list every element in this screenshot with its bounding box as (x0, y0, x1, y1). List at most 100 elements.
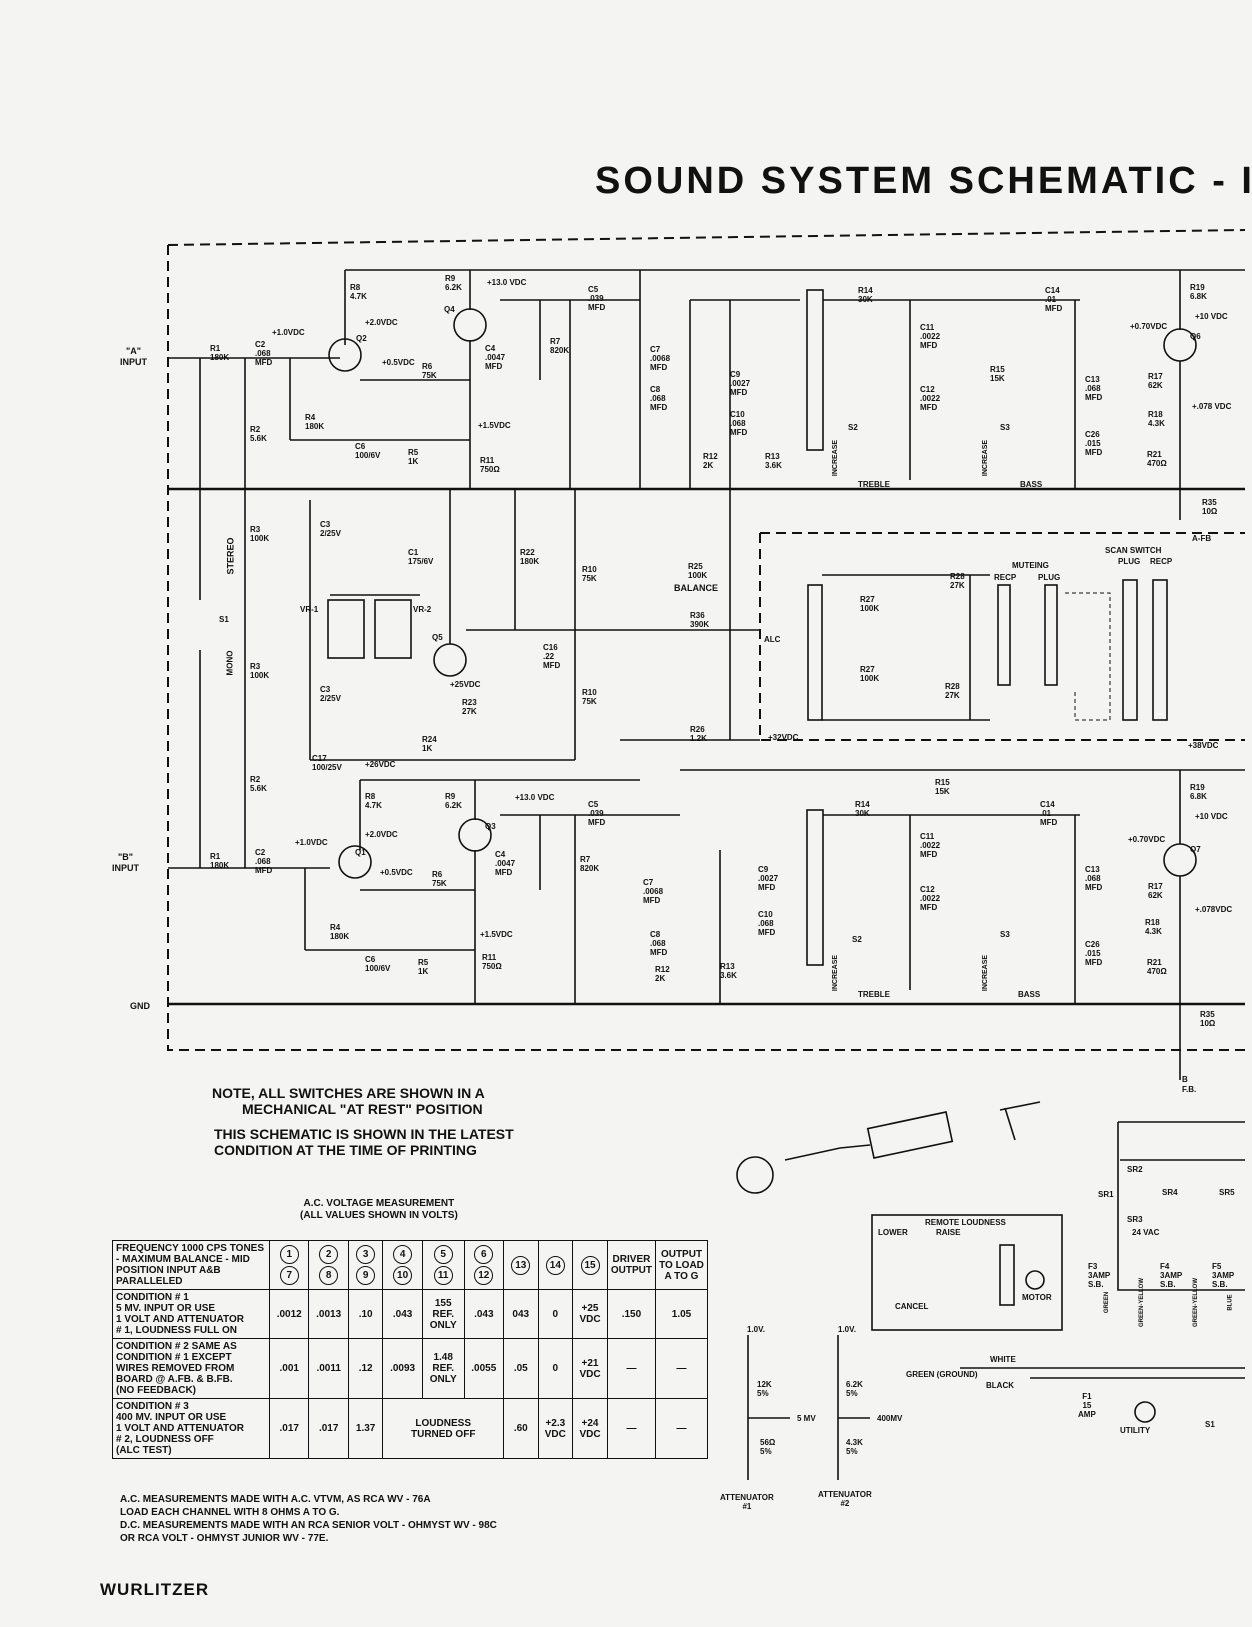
v2b-label: +2.0VDC (365, 830, 398, 839)
table-cell-loudness-off: LOUDNESS TURNED OFF (382, 1398, 505, 1459)
mono-label: MONO (225, 650, 235, 676)
v2a-label: +2.0VDC (365, 318, 398, 327)
table-cell: +2.3 VDC (537, 1398, 574, 1459)
q2-label: Q2 (356, 334, 367, 343)
att2-mid: 400MV (877, 1414, 903, 1423)
green-ground-label: GREEN (GROUND) (906, 1370, 978, 1379)
table-cell: +25 VDC (572, 1289, 608, 1339)
vr1-label: VR-1 (300, 605, 319, 614)
utility-label: UTILITY (1120, 1426, 1151, 1435)
v078a-label: +.078 VDC (1192, 402, 1232, 411)
condition-2: CONDITION # 2 SAME AS CONDITION # 1 EXCE… (112, 1338, 270, 1399)
table-cell: .0011 (308, 1338, 349, 1399)
table-cell: — (655, 1338, 708, 1399)
note-switches: NOTE, ALL SWITCHES ARE SHOWN IN A MECHAN… (212, 1085, 485, 1117)
stereo-label: STEREO (225, 537, 236, 575)
motor-label: MOTOR (1022, 1293, 1052, 1302)
header-point-15: 15 (572, 1240, 608, 1290)
transistor-q5 (433, 643, 467, 677)
v05b-label: +0.5VDC (380, 868, 413, 877)
note-latest: THIS SCHEMATIC IS SHOWN IN THE LATEST CO… (214, 1126, 514, 1158)
remote-loudness-box (871, 1214, 1063, 1331)
transistor-q3 (458, 818, 492, 852)
vr1 (327, 599, 365, 659)
v15b-label: +1.5VDC (480, 930, 513, 939)
s3a-label: S3 (1000, 423, 1010, 432)
sr4-label: SR4 (1162, 1188, 1178, 1197)
q1-label: Q1 (355, 848, 366, 857)
s3b-label: S3 (1000, 930, 1010, 939)
page-title: SOUND SYSTEM SCHEMATIC - I (595, 160, 1252, 202)
transistor-q1 (338, 845, 372, 879)
table-cell: .017 (268, 1398, 310, 1459)
q7-label: Q7 (1190, 845, 1201, 854)
brand-footer: WURLITZER (100, 1580, 210, 1599)
white-wire-label: WHITE (990, 1355, 1016, 1364)
table-cell: .017 (308, 1398, 349, 1459)
att1-top: 1.0V. (747, 1325, 765, 1334)
tone-connector-a (806, 289, 824, 451)
gnd-label: GND (130, 1001, 150, 1011)
bass-b-label: BASS (1018, 990, 1041, 999)
ac-voltage-table: FREQUENCY 1000 CPS TONES - MAXIMUM BALAN… (112, 1240, 708, 1459)
v15a-label: +1.5VDC (478, 421, 511, 430)
v10a-label: +10 VDC (1195, 312, 1228, 321)
scan-plug-label: PLUG (1118, 557, 1141, 566)
v13a-label: +13.0 VDC (487, 278, 527, 287)
v1a-label: +1.0VDC (272, 328, 305, 337)
att2-name: ATTENUATOR#2 (818, 1490, 872, 1508)
table-cell: .60 (503, 1398, 539, 1459)
green-wire-label: GREEN (1104, 1291, 1111, 1314)
board-outline (167, 229, 1246, 1051)
table-row: CONDITION # 2 SAME AS CONDITION # 1 EXCE… (112, 1338, 708, 1399)
table-cell: +24 VDC (572, 1398, 608, 1459)
phono-cartridge-illustration (736, 1101, 1041, 1194)
muting-label: MUTEING (1012, 561, 1049, 570)
increase-label: INCREASE (832, 439, 840, 477)
s2a-label: S2 (848, 423, 858, 432)
a-input-label: "A"INPUT (120, 346, 147, 367)
v10b-label: +10 VDC (1195, 812, 1228, 821)
table-header-row: FREQUENCY 1000 CPS TONES - MAXIMUM BALAN… (112, 1240, 708, 1290)
v32-label: +32VDC (768, 733, 799, 742)
v26-label: +26VDC (365, 760, 396, 769)
att1-mid: 5 MV (797, 1414, 816, 1423)
scan-plug (1122, 579, 1138, 721)
motor-icon (1025, 1270, 1045, 1290)
lower-label: LOWER (878, 1228, 908, 1237)
table-cell: .10 (347, 1289, 384, 1339)
condition-1: CONDITION # 1 5 MV. INPUT OR USE 1 VOLT … (112, 1289, 270, 1339)
scan-recp-label: RECP (1150, 557, 1173, 566)
